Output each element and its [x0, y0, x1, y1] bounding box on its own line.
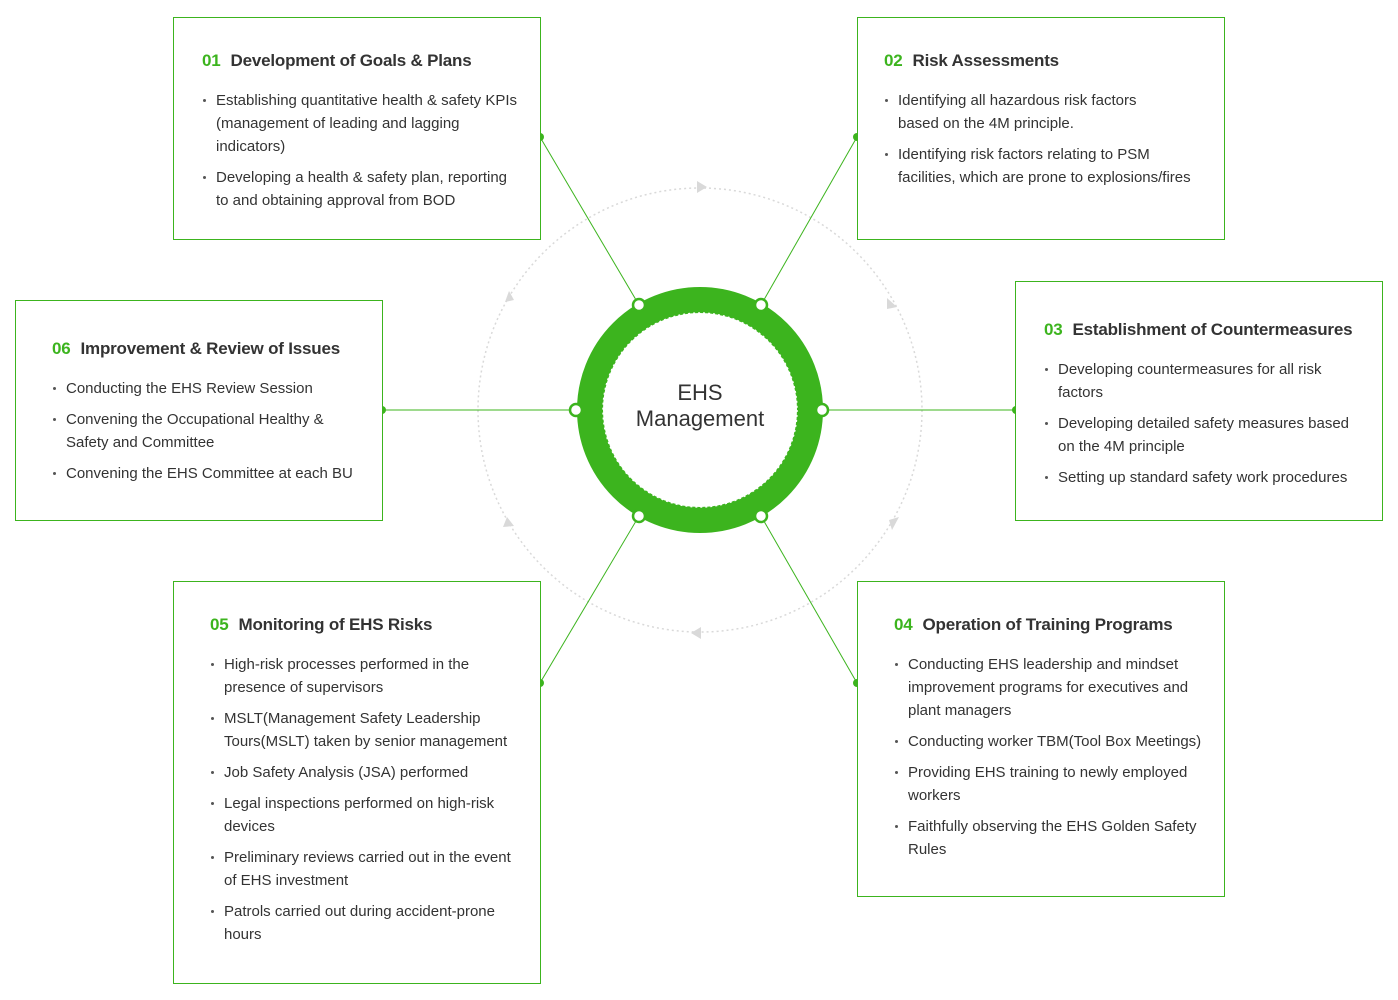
ring-node	[631, 508, 647, 524]
box-title-text: Development of Goals & Plans	[230, 51, 472, 70]
connector-04	[760, 515, 858, 684]
bullet-item: Establishing quantitative health & safet…	[202, 89, 518, 158]
box-title: 05 Monitoring of EHS Risks	[210, 615, 522, 635]
bullet-item: Preliminary reviews carried out in the e…	[210, 846, 522, 892]
bullet-item: Convening the EHS Committee at each BU	[52, 462, 364, 485]
bullet-item: Developing a health & safety plan, repor…	[202, 166, 518, 212]
bullet-item: Identifying all hazardous risk factors b…	[884, 89, 1202, 135]
bullet-item: Providing EHS training to newly employed…	[894, 761, 1206, 807]
ring-node	[631, 297, 647, 313]
box-risk-assessments: 02 Risk Assessments Identifying all hazar…	[857, 17, 1225, 240]
ring-node	[568, 402, 584, 418]
box-title: 03 Establishment of Countermeasures	[1044, 320, 1364, 340]
bullet-item: Patrols carried out during accident-pron…	[210, 900, 522, 946]
box-title: 04 Operation of Training Programs	[894, 615, 1206, 635]
cycle-arrow-top	[697, 181, 707, 193]
bullet-item: High-risk processes performed in the pre…	[210, 653, 522, 699]
box-title-text: Risk Assessments	[912, 51, 1060, 70]
bullet-item: Identifying risk factors relating to PSM…	[884, 143, 1202, 189]
ring-node	[814, 402, 830, 418]
cycle-arrow-bottom	[691, 627, 701, 639]
ring-node	[753, 297, 769, 313]
box-improvement-review: 06 Improvement & Review of Issues Conduct…	[15, 300, 383, 521]
cycle-arrow-bottom-left	[503, 517, 514, 527]
connector-05	[539, 515, 640, 684]
box-title: 06 Improvement & Review of Issues	[52, 339, 364, 359]
bullet-item: Setting up standard safety work procedur…	[1044, 466, 1364, 489]
bullet-item: Conducting EHS leadership and mindset im…	[894, 653, 1206, 722]
bullet-list: Establishing quantitative health & safet…	[202, 89, 518, 212]
center-label-line2: Management	[635, 406, 765, 431]
bullet-item: Job Safety Analysis (JSA) performed	[210, 761, 522, 784]
center-label-line1: EHS	[677, 380, 723, 405]
bullet-item: Developing countermeasures for all risk …	[1044, 358, 1364, 404]
step-number: 06	[52, 339, 71, 358]
step-number: 04	[894, 615, 913, 634]
bullet-item: Developing detailed safety measures base…	[1044, 412, 1364, 458]
center-label: EHS Management	[600, 380, 800, 432]
bullet-item: Faithfully observing the EHS Golden Safe…	[894, 815, 1206, 861]
box-monitoring-risks: 05 Monitoring of EHS Risks High-risk proc…	[173, 581, 541, 984]
bullet-list: Identifying all hazardous risk factors b…	[884, 89, 1202, 189]
box-title: 02 Risk Assessments	[884, 51, 1202, 71]
bullet-list: Conducting the EHS Review Session Conven…	[52, 377, 364, 485]
step-number: 03	[1044, 320, 1063, 339]
box-title-text: Establishment of Countermeasures	[1072, 320, 1353, 339]
ring-node	[753, 508, 769, 524]
connector-02	[760, 136, 858, 306]
central-inner-dotted-ring	[602, 312, 798, 508]
bullet-item: MSLT(Management Safety Leadership Tours(…	[210, 707, 522, 753]
box-title: 01 Development of Goals & Plans	[202, 51, 518, 71]
step-number: 05	[210, 615, 229, 634]
box-title-text: Improvement & Review of Issues	[80, 339, 341, 358]
box-training-programs: 04 Operation of Training Programs Conduct…	[857, 581, 1225, 897]
bullet-list: Developing countermeasures for all risk …	[1044, 358, 1364, 489]
central-ring	[577, 287, 823, 533]
box-title-text: Monitoring of EHS Risks	[238, 615, 433, 634]
cycle-arrow-bottom-right	[889, 517, 899, 530]
step-number: 02	[884, 51, 903, 70]
box-countermeasures: 03 Establishment of Countermeasures Devel…	[1015, 281, 1383, 521]
bullet-item: Convening the Occupational Healthy & Saf…	[52, 408, 364, 454]
bullet-item: Legal inspections performed on high-risk…	[210, 792, 522, 838]
bullet-list: Conducting EHS leadership and mindset im…	[894, 653, 1206, 861]
bullet-item: Conducting worker TBM(Tool Box Meetings)	[894, 730, 1206, 753]
box-title-text: Operation of Training Programs	[922, 615, 1173, 634]
box-goals-plans: 01 Development of Goals & Plans Establish…	[173, 17, 541, 240]
cycle-arrow-top-left	[505, 291, 514, 302]
cycle-arrow-top-right	[887, 298, 897, 309]
connector-01	[539, 136, 640, 306]
bullet-item: Conducting the EHS Review Session	[52, 377, 364, 400]
bullet-list: High-risk processes performed in the pre…	[210, 653, 522, 946]
step-number: 01	[202, 51, 221, 70]
